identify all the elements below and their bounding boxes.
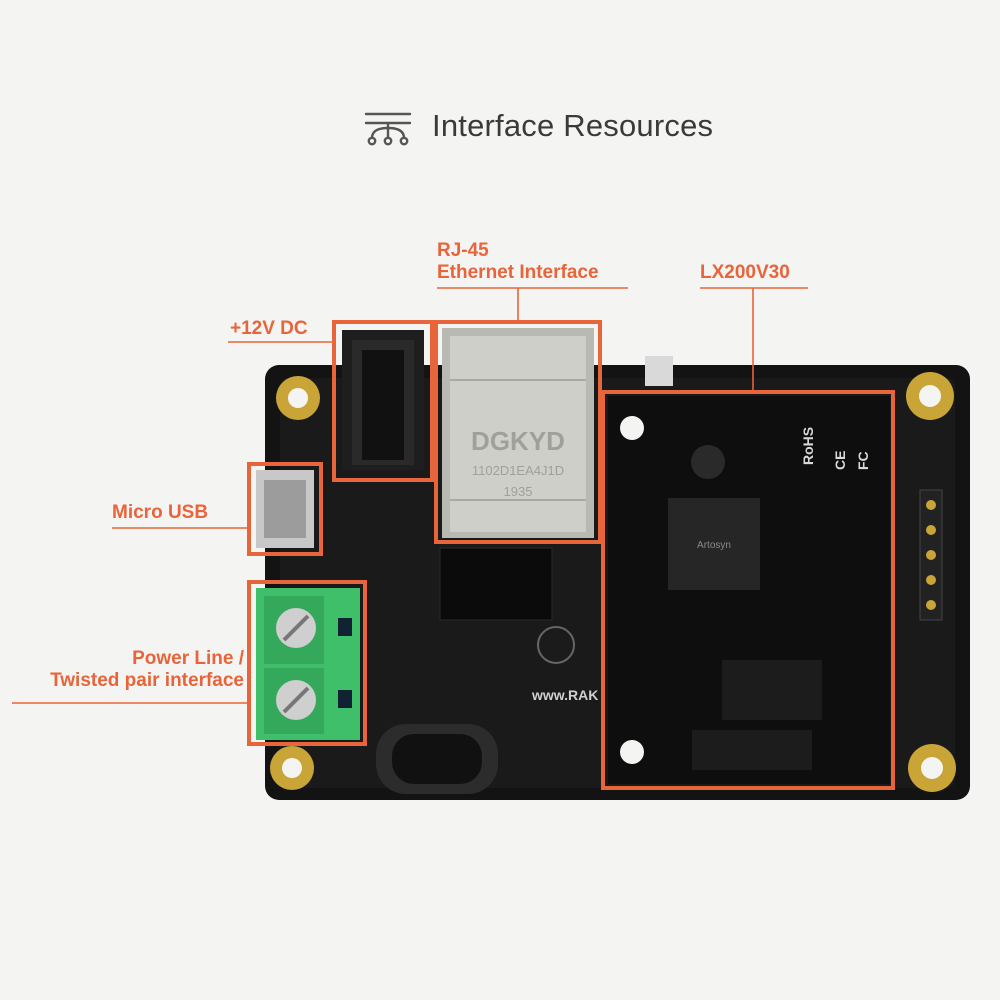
dc-label: +12V DC (230, 318, 308, 339)
power-label-line2: Twisted pair interface (50, 670, 244, 691)
main-chip (668, 498, 760, 590)
power-label: Power Line / Twisted pair interface (50, 648, 244, 692)
power-highlight-box (247, 580, 367, 746)
mounting-hole (906, 372, 954, 420)
usb-label: Micro USB (112, 502, 209, 523)
jack-date-text: 1935 (504, 484, 533, 499)
fc-mark: FC (855, 451, 871, 470)
power-label-line1: Power Line / (132, 648, 244, 669)
jack-model-text: 1102D1EA4J1D (472, 463, 564, 478)
jack-brand-text: DGKYD (471, 426, 565, 456)
lx200-label: LX200V30 (700, 262, 790, 283)
mounting-hole (276, 376, 320, 420)
ce-mark: CE (832, 451, 848, 470)
network-tree-icon (364, 112, 412, 146)
rj45-label-line2: Ethernet Interface (437, 262, 599, 283)
header: Interface Resources (0, 100, 1000, 160)
rohs-mark: RoHS (800, 427, 816, 465)
page-title: Interface Resources (432, 108, 714, 143)
rj45-label-line1: RJ-45 (437, 240, 489, 261)
mounting-hole (908, 744, 956, 792)
lx200-highlight-box (601, 390, 895, 790)
dc-highlight-box (332, 320, 434, 482)
reset-button (645, 356, 673, 386)
chip-text: Artosyn (697, 540, 731, 551)
board-url-text: www.RAK (531, 687, 598, 703)
rj45-label: RJ-45 Ethernet Interface (437, 240, 599, 284)
usb-highlight-box (247, 462, 323, 556)
mounting-hole (270, 746, 314, 790)
